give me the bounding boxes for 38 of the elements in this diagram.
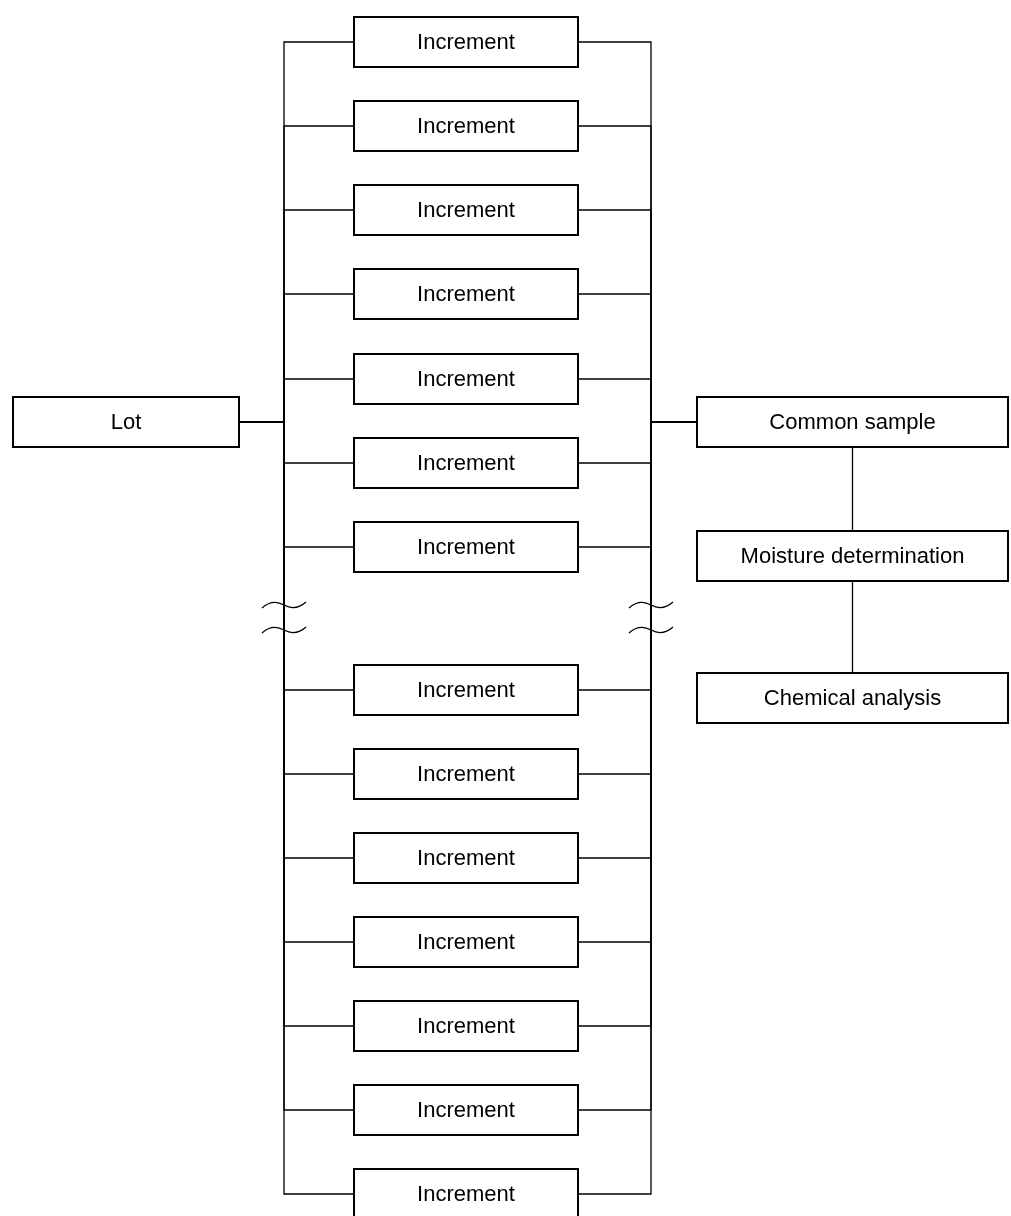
connector-line [851, 447, 854, 531]
process-box [353, 100, 579, 152]
box-label: Common sample [769, 409, 936, 435]
process-box [353, 1000, 579, 1052]
box-label: Increment [417, 281, 515, 307]
box-label: Increment [417, 366, 515, 392]
process-box [353, 268, 579, 320]
process-box [696, 396, 1009, 448]
box-label: Increment [417, 1097, 515, 1123]
process-box [696, 530, 1009, 582]
process-box [353, 437, 579, 489]
process-box [353, 916, 579, 968]
process-box [353, 184, 579, 236]
box-label: Moisture determination [740, 543, 965, 569]
process-box [353, 1168, 579, 1216]
box-label: Increment [417, 29, 515, 55]
box-label: Increment [417, 197, 515, 223]
box-label: Increment [417, 113, 515, 139]
box-label: Increment [417, 534, 515, 560]
box-label: Increment [417, 761, 515, 787]
process-box [353, 1084, 579, 1136]
box-label: Increment [417, 450, 515, 476]
box-label: Increment [417, 677, 515, 703]
process-box [353, 748, 579, 800]
process-box [353, 664, 579, 716]
process-box [696, 672, 1009, 724]
process-box [353, 832, 579, 884]
box-label: Lot [110, 409, 142, 435]
process-box [353, 16, 579, 68]
box-label: Increment [417, 1181, 515, 1207]
box-label: Chemical analysis [763, 685, 942, 711]
process-box [353, 353, 579, 405]
box-label: Increment [417, 929, 515, 955]
process-box [353, 521, 579, 573]
box-label: Increment [417, 845, 515, 871]
process-box [12, 396, 240, 448]
box-label: Increment [417, 1013, 515, 1039]
connector-line [851, 581, 854, 673]
